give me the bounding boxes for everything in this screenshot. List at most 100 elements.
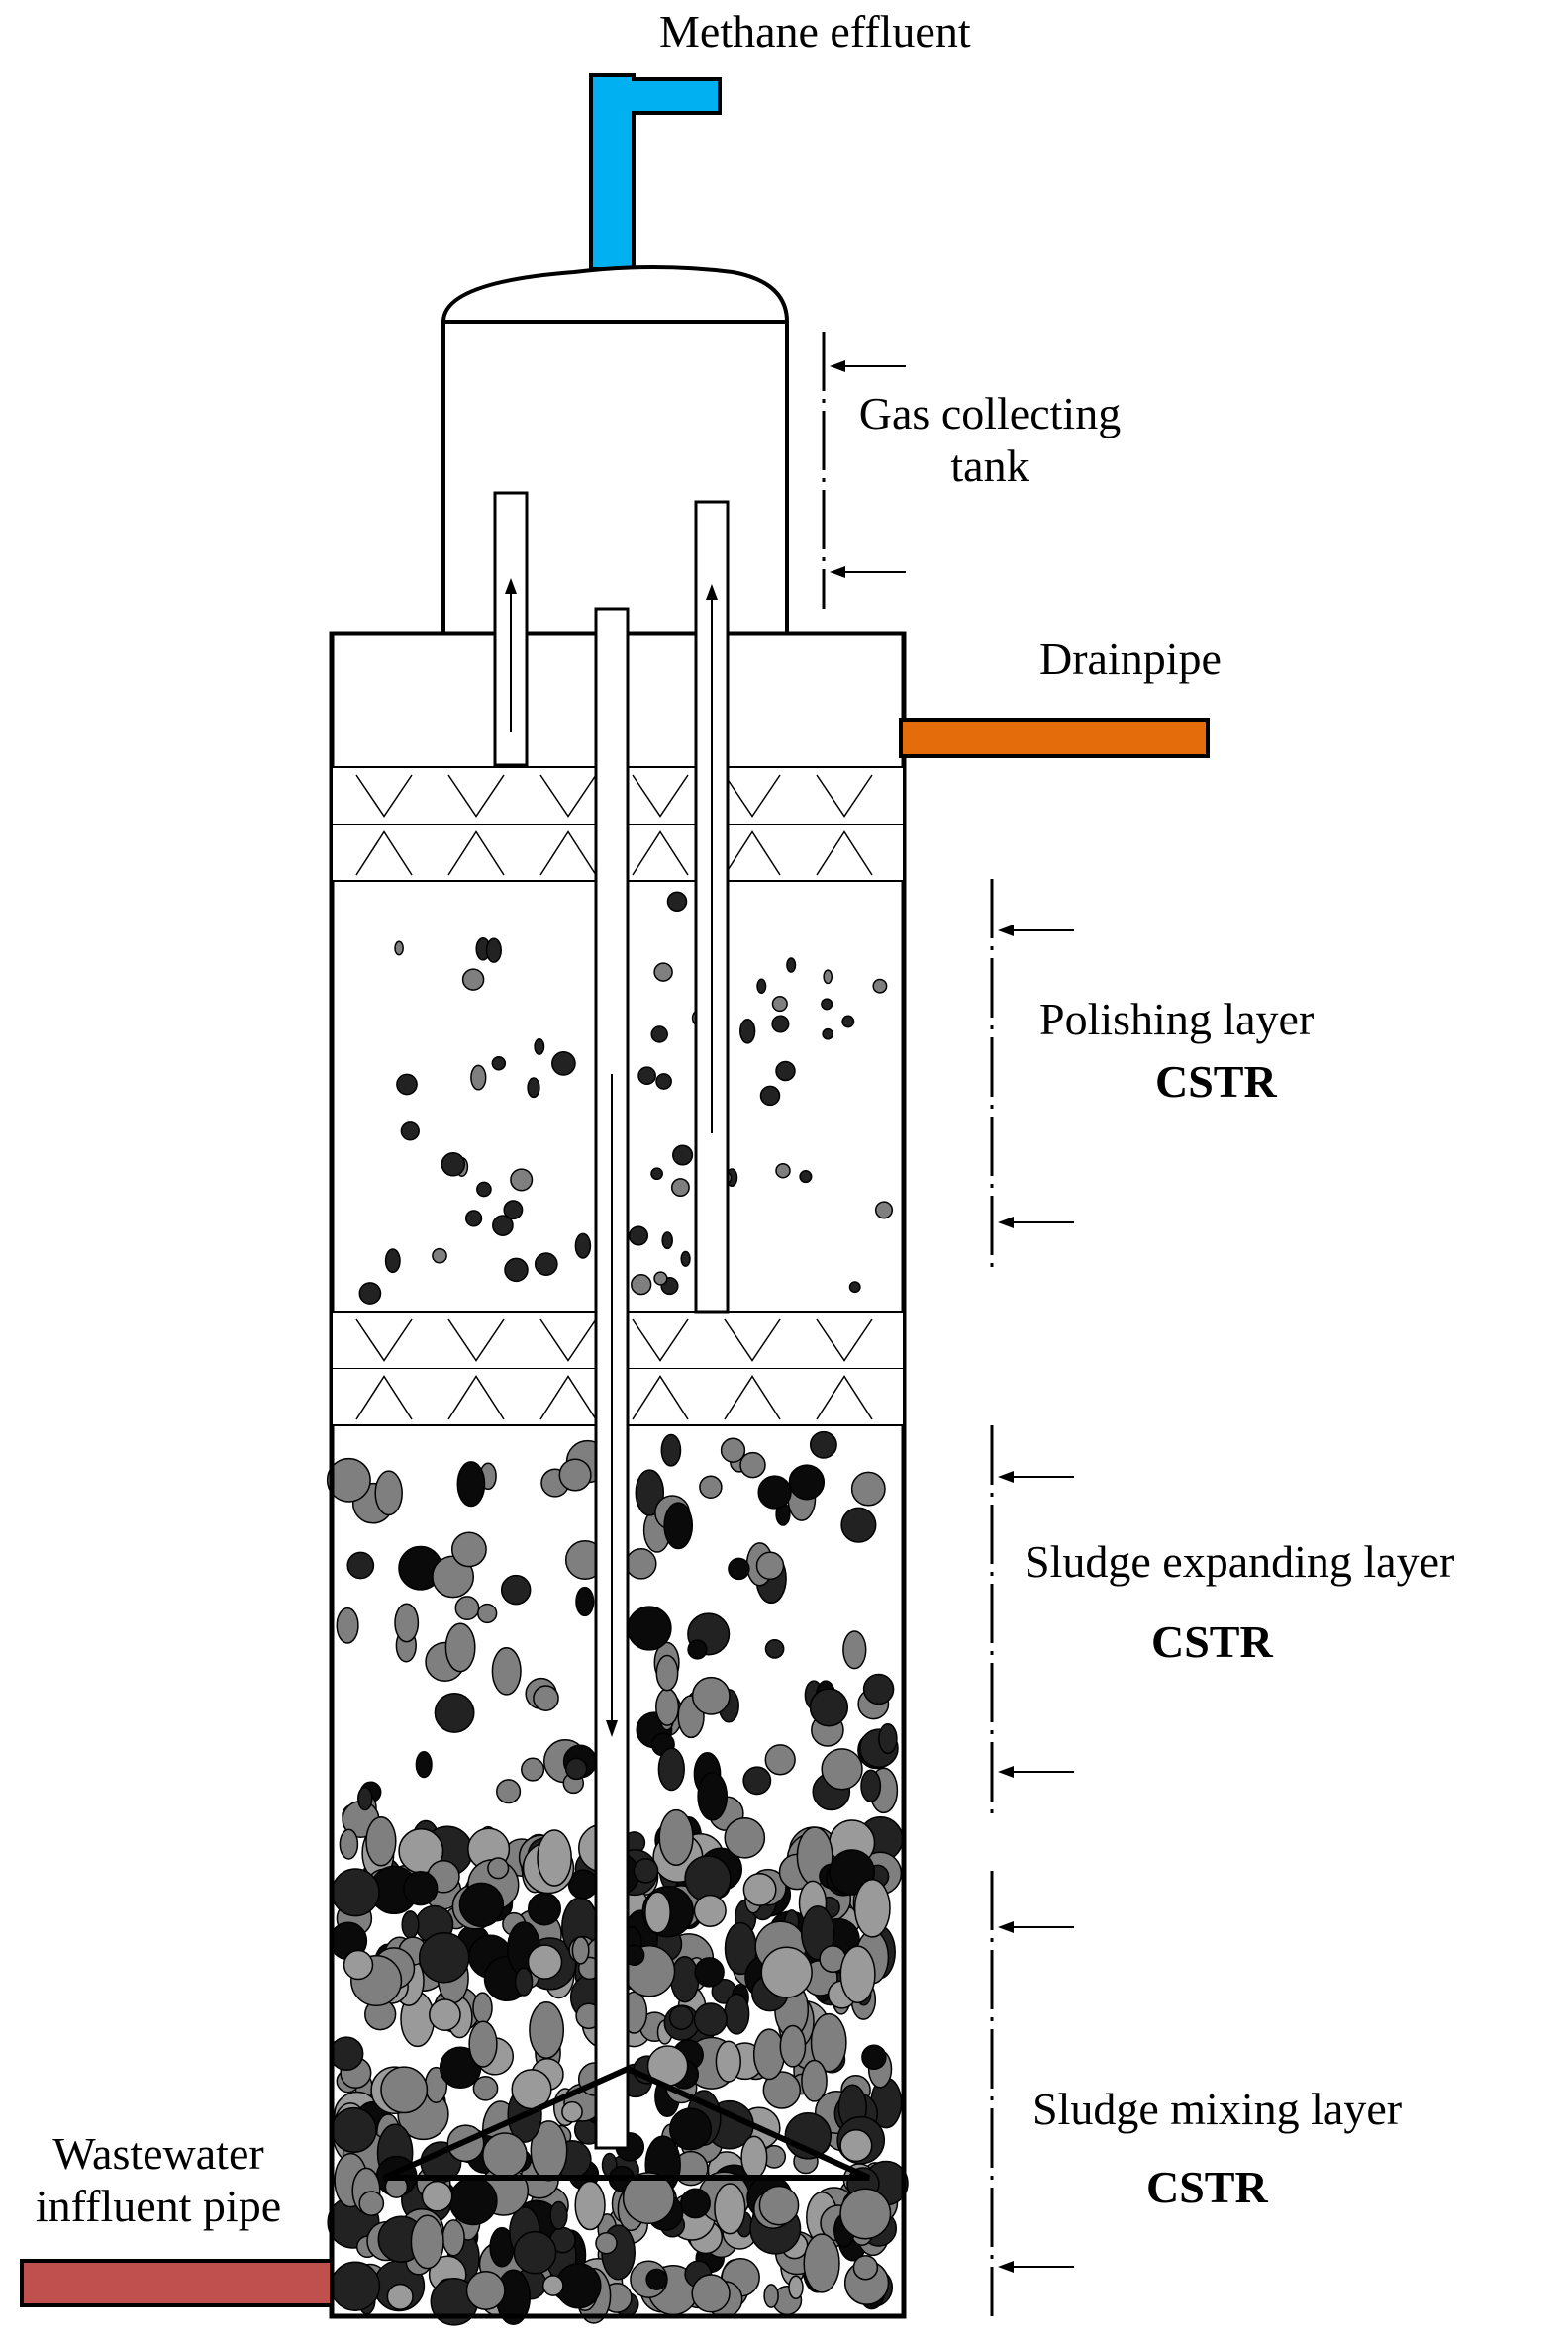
- sludge-particle: [763, 2284, 779, 2308]
- sludge-particle: [331, 1868, 380, 1917]
- sludge-particle: [853, 1878, 891, 1938]
- sludge-particle: [326, 1457, 371, 1503]
- sludge-particle: [653, 1271, 668, 1286]
- sludge-particle: [714, 2183, 746, 2235]
- sludge-particle: [699, 1475, 723, 1499]
- sludge-particle: [658, 1808, 694, 1866]
- sludge-particle: [492, 1215, 514, 1236]
- sludge-particle: [809, 1688, 849, 1727]
- sludge-particle: [477, 1603, 498, 1624]
- sludge-expanding-layer-type: CSTR: [1151, 1616, 1273, 1667]
- sludge-particle: [655, 1688, 680, 1726]
- sludge-particle: [527, 1892, 562, 1926]
- sludge-particle: [421, 2180, 453, 2212]
- polishing-layer-type: CSTR: [1155, 1056, 1277, 1107]
- sludge-particle: [482, 2132, 528, 2179]
- gas-tank-label-line2: tank: [950, 439, 1029, 491]
- sludge-particle: [728, 1557, 750, 1581]
- gas-tank-label-line1: Gas collecting: [858, 388, 1122, 438]
- sludge-particle: [476, 1181, 492, 1198]
- sludge-particle: [561, 2100, 583, 2123]
- sludge-particle: [513, 2230, 557, 2275]
- sludge-particle: [872, 978, 888, 994]
- sludge-particle: [558, 1458, 592, 1492]
- sludge-particle: [693, 1894, 727, 1927]
- sludge-particle: [400, 1121, 420, 1141]
- sludge-particle: [786, 957, 797, 973]
- sludge-particle: [628, 1225, 649, 1246]
- sludge-particle: [775, 1162, 791, 1179]
- sludge-particle: [574, 1232, 592, 1259]
- sludge-particle: [625, 1547, 657, 1580]
- sludge-particle: [485, 937, 502, 963]
- sludge-particle: [823, 969, 833, 985]
- sludge-particle: [574, 2180, 606, 2231]
- sludge-particle: [755, 1551, 785, 1581]
- sludge-particle: [839, 2188, 892, 2240]
- sludge-particle: [527, 1077, 540, 1099]
- sludge-particle: [472, 1992, 493, 2025]
- sludge-particle: [715, 2040, 741, 2083]
- sludge-particle: [503, 1200, 524, 1220]
- methane-effluent-label: Methane effluent: [659, 6, 971, 56]
- sludge-particle: [465, 2271, 506, 2310]
- sludge-particle: [660, 1433, 682, 1467]
- sludge-particle: [691, 2274, 731, 2313]
- sludge-particle: [650, 1167, 663, 1181]
- sludge-particle: [842, 1630, 867, 1670]
- sludge-particle: [527, 1944, 563, 1980]
- sludge-particle: [454, 1596, 480, 1621]
- sludge-particle: [510, 1168, 534, 1192]
- sludge-particle: [724, 1993, 750, 2035]
- sludge-particle: [401, 1910, 420, 1939]
- sludge-particle: [822, 1027, 834, 1040]
- layer-markers: [822, 332, 1074, 2316]
- sludge-particle: [669, 2107, 713, 2151]
- sludge-particle: [633, 1858, 659, 1884]
- sludge-particle: [403, 1871, 439, 1906]
- sludge-particle: [504, 1257, 529, 1283]
- drainpipe: [899, 718, 1210, 758]
- sludge-particle: [468, 2020, 498, 2068]
- sludge-particle: [684, 1855, 732, 1902]
- sludge-particle: [788, 2275, 804, 2300]
- sludge-particle: [521, 1757, 545, 1782]
- sludge-particle: [666, 891, 688, 912]
- sludge-particle: [491, 1055, 507, 1071]
- sludge-particle: [564, 1757, 588, 1781]
- sludge-particle: [622, 2172, 675, 2225]
- sludge-particle: [380, 2066, 429, 2114]
- sludge-mixing-layer-label: Sludge mixing layer: [1032, 2084, 1403, 2134]
- sludge-particle: [693, 2002, 728, 2037]
- sludge-particle: [840, 1507, 877, 1543]
- sludge-particle: [779, 2024, 807, 2068]
- sludge-particle: [655, 1654, 679, 1692]
- sludge-particle: [386, 2283, 414, 2310]
- sludge-particle: [860, 1769, 882, 1802]
- sludge-particle: [529, 2001, 565, 2059]
- sludge-particle: [514, 1967, 534, 1997]
- sludge-particle: [464, 1210, 483, 1227]
- sludge-particle: [571, 1936, 590, 1965]
- sludge-particle: [645, 2268, 668, 2290]
- sludge-particle: [740, 2135, 768, 2180]
- sludge-particle: [878, 1723, 898, 1755]
- sludge-particle: [752, 2028, 786, 2081]
- sludge-particle: [458, 1882, 505, 1927]
- sludge-particle: [839, 2129, 873, 2163]
- sludge-particle: [742, 1872, 777, 1906]
- sludge-particle: [415, 1750, 433, 1779]
- sludge-particle: [534, 1037, 545, 1055]
- sludge-particle: [663, 1502, 694, 1550]
- sludge-particle: [670, 1956, 700, 2003]
- sludge-particle: [551, 1051, 576, 1076]
- sludge-particle: [691, 1676, 731, 1715]
- sludge-particle: [343, 1949, 374, 1981]
- sludge-particle: [487, 1857, 510, 1880]
- sludge-particle: [496, 1779, 522, 1804]
- sludge-particle: [841, 1015, 855, 1028]
- sludge-particle: [775, 1060, 796, 1082]
- sludge-particle: [661, 1231, 673, 1250]
